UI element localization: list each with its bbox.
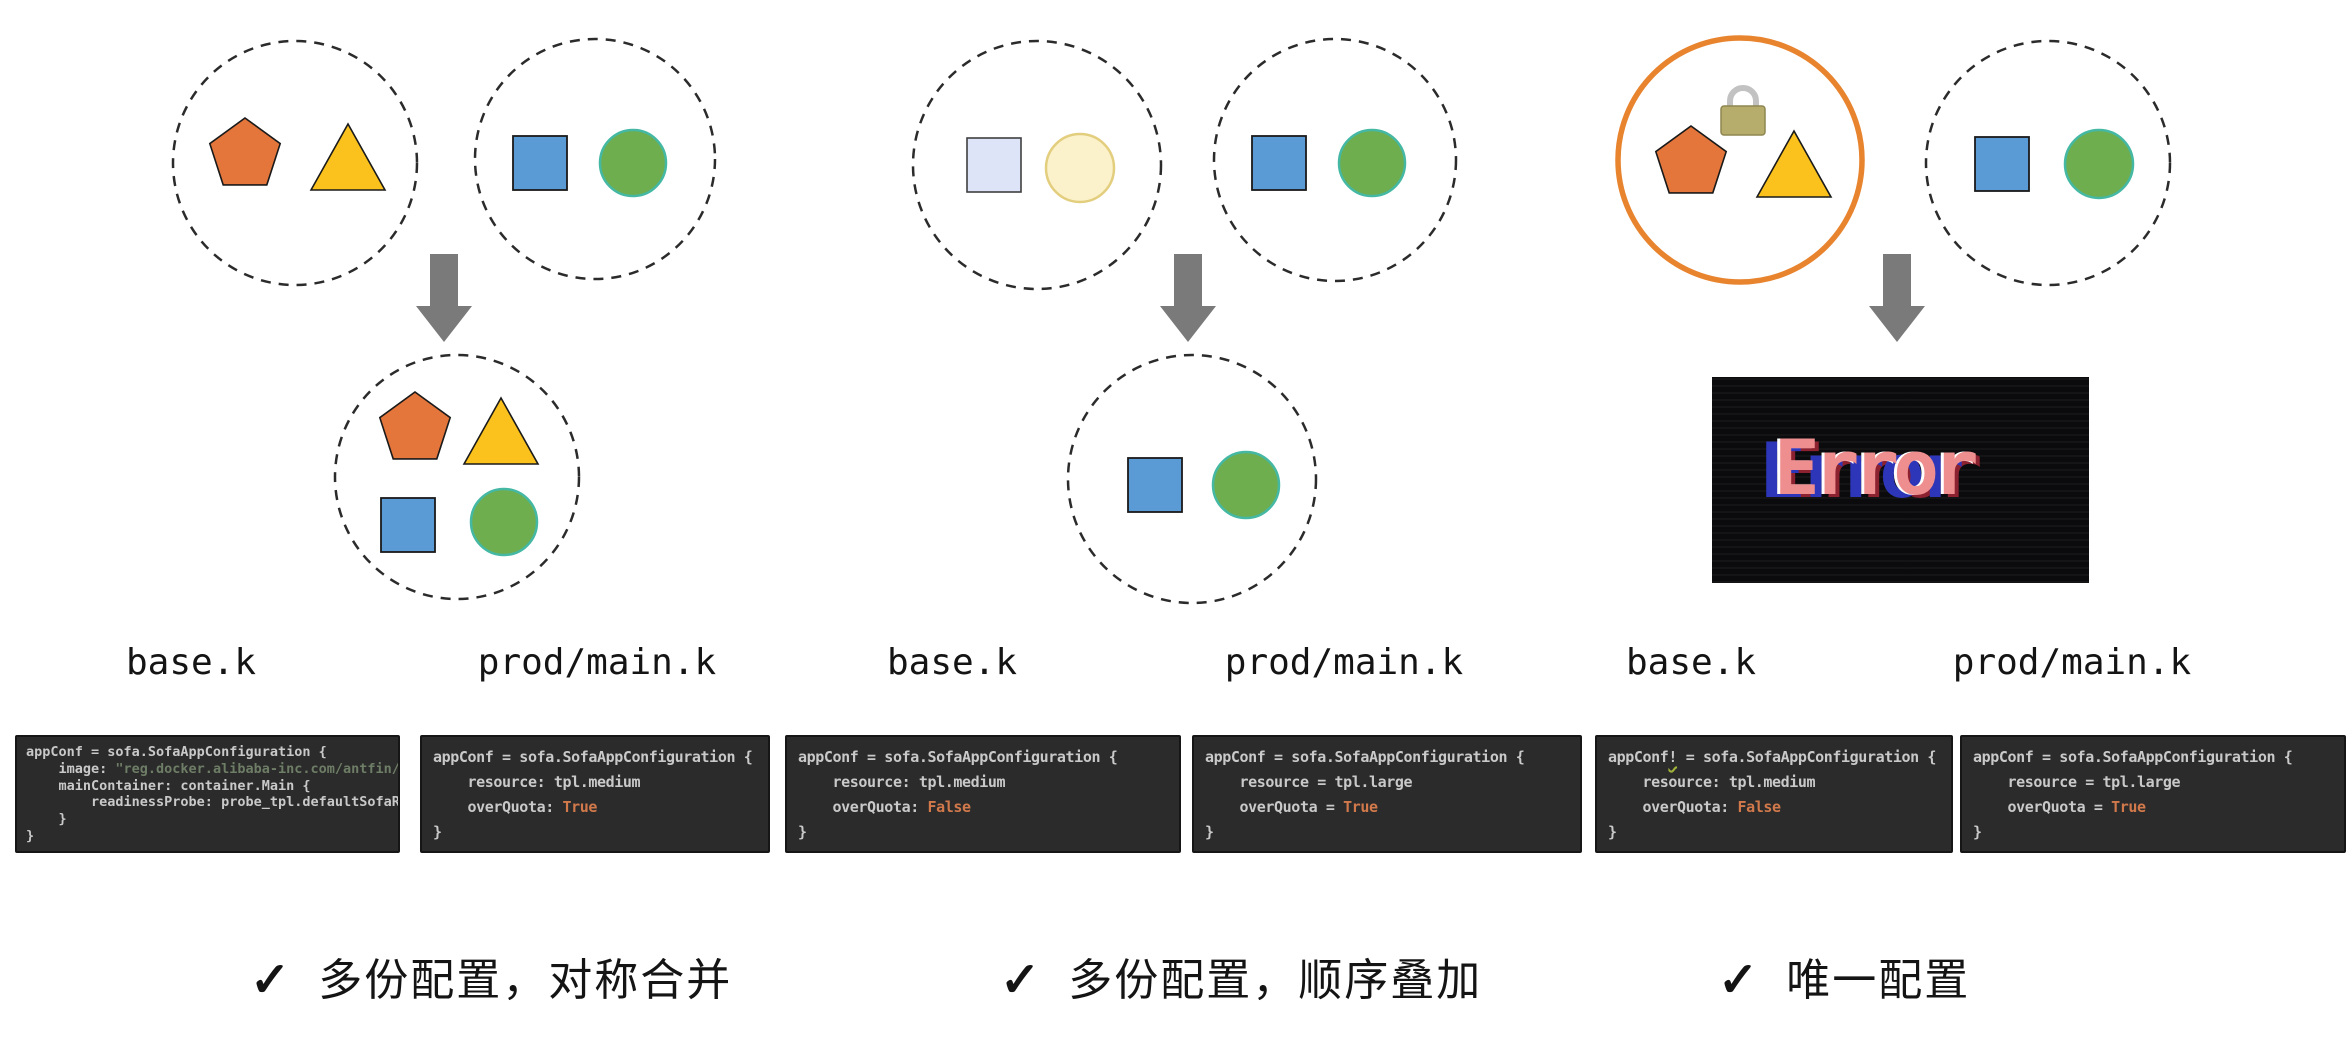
prod-config-circle-1 (473, 37, 717, 281)
triangle-icon (309, 122, 387, 191)
code-snippet-prod-2: appConf = sofa.SofaAppConfiguration { re… (1192, 735, 1582, 853)
caption-symmetric-merge: ✓ 多份配置，对称合并 (250, 954, 733, 1008)
file-label-base-3: base.k (1625, 642, 1757, 683)
locked-ring (1615, 35, 1865, 285)
code-snippet-base-3: appConf! = sofa.SofaAppConfiguration { r… (1595, 735, 1953, 853)
file-label-prod-1: prod/main.k (477, 642, 717, 683)
caption-unique-config: ✓ 唯一配置 (1718, 954, 1971, 1008)
triangle-icon (1755, 129, 1833, 198)
circle-icon (1211, 450, 1281, 520)
square-icon (380, 497, 436, 553)
code-snippet-base-1: appConf = sofa.SofaAppConfiguration { im… (15, 735, 400, 853)
pentagon-icon (378, 391, 452, 460)
dashed-circle (1924, 39, 2172, 287)
circle-icon (2063, 128, 2135, 200)
pentagon-icon (208, 117, 282, 186)
base-config-circle-2 (911, 39, 1163, 291)
dashed-circle (171, 39, 419, 287)
faded-circle-icon (1044, 132, 1116, 204)
code-snippet-prod-3: appConf = sofa.SofaAppConfiguration { re… (1960, 735, 2346, 853)
caption-text: 多份配置，对称合并 (318, 956, 733, 1005)
prod-config-circle-2 (1212, 37, 1458, 283)
square-icon (512, 135, 568, 191)
square-icon (1127, 457, 1183, 513)
file-label-base-1: base.k (125, 642, 257, 683)
merged-result-circle-2 (1066, 353, 1318, 605)
file-label-base-2: base.k (886, 642, 1018, 683)
merged-result-circle-1 (333, 353, 581, 601)
prod-config-circle-3 (1924, 39, 2172, 287)
file-label-prod-3: prod/main.k (1952, 642, 2192, 683)
base-config-circle-1 (171, 39, 419, 287)
merge-arrow-icon (1160, 254, 1216, 342)
circle-icon (469, 487, 539, 557)
locked-config-circle (1615, 35, 1865, 285)
dashed-circle (1066, 353, 1318, 605)
check-icon: ✓ (250, 954, 291, 1007)
error-glitch-text: Error (1774, 423, 1979, 512)
faded-square-icon (966, 137, 1022, 193)
triangle-icon (462, 396, 540, 465)
lock-icon (1720, 85, 1766, 136)
dashed-circle (1212, 37, 1458, 283)
check-icon: ✓ (1718, 954, 1759, 1007)
dashed-circle (473, 37, 717, 281)
check-icon: ✓ (1000, 954, 1041, 1007)
caption-text: 唯一配置 (1786, 956, 1971, 1005)
caption-sequential-override: ✓ 多份配置，顺序叠加 (1000, 954, 1483, 1008)
dashed-circle (911, 39, 1163, 291)
code-snippet-prod-1: appConf = sofa.SofaAppConfiguration { re… (420, 735, 770, 853)
caption-text: 多份配置，顺序叠加 (1068, 956, 1483, 1005)
merge-arrow-icon (1869, 254, 1925, 342)
circle-icon (598, 128, 668, 198)
merge-arrow-icon (416, 254, 472, 342)
dashed-circle (333, 353, 581, 601)
square-icon (1974, 136, 2030, 192)
circle-icon (1337, 128, 1407, 198)
pentagon-icon (1654, 125, 1728, 194)
error-image: Error (1712, 377, 2089, 583)
file-label-prod-2: prod/main.k (1224, 642, 1464, 683)
code-snippet-base-2: appConf = sofa.SofaAppConfiguration { re… (785, 735, 1181, 853)
square-icon (1251, 135, 1307, 191)
